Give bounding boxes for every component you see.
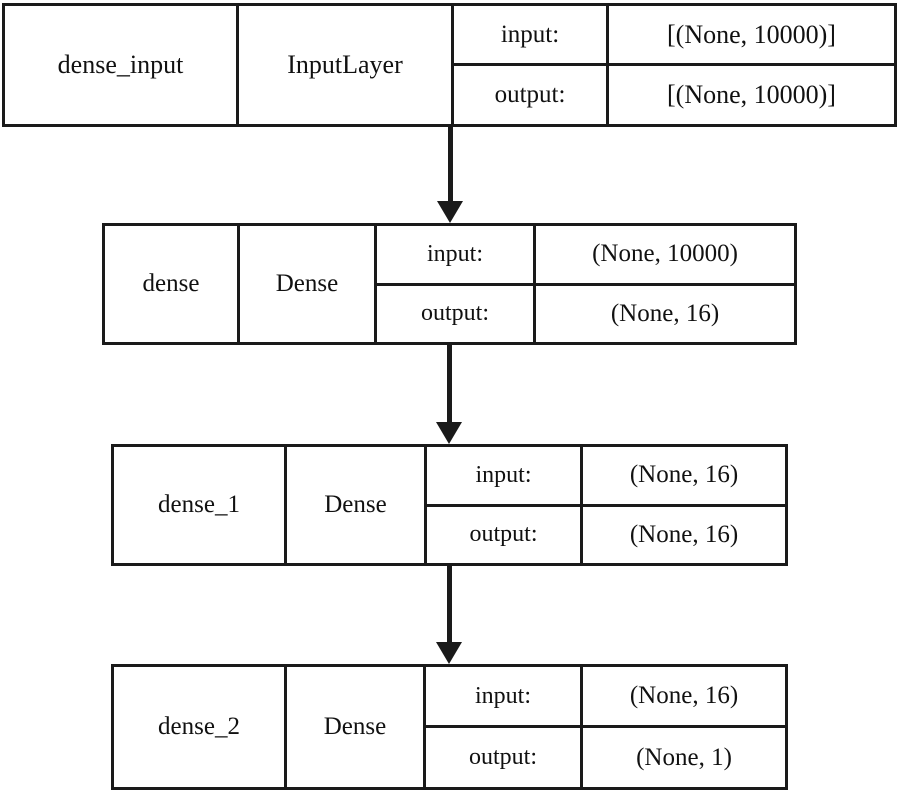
output-shape-value: (None, 16) [580, 506, 785, 563]
arrow-head-icon [436, 422, 462, 444]
layer-name-label: dense_input [57, 50, 184, 79]
layer-output-row: output: (None, 16) [427, 506, 785, 563]
layer-io-block: input: (None, 16) output: (None, 1) [423, 667, 785, 787]
layer-io-block: input: (None, 16) output: (None, 16) [424, 447, 785, 563]
input-shape-value: (None, 16) [580, 447, 785, 504]
output-shape-value: [(None, 10000)] [606, 66, 894, 124]
layer-name-label: dense_2 [158, 713, 240, 740]
output-shape-value: (None, 16) [533, 285, 794, 342]
layer-type-label: Dense [284, 667, 423, 787]
layer-input-row: input: (None, 16) [426, 667, 785, 729]
layer-node-dense-2[interactable]: dense_2 Dense input: (None, 16) output: … [111, 664, 788, 790]
layer-name-label: dense [142, 270, 200, 297]
arrow-shaft [448, 127, 453, 205]
layer-type-label: InputLayer [236, 6, 451, 124]
layer-type-label: Dense [237, 226, 374, 342]
input-shape-value: [(None, 10000)] [606, 6, 894, 64]
layer-node-dense[interactable]: dense Dense input: (None, 10000) output:… [102, 223, 797, 345]
input-label: input: [500, 20, 560, 48]
layer-node-dense-input[interactable]: dense_input InputLayer input: [(None, 10… [2, 3, 897, 127]
output-label: output: [468, 744, 537, 771]
layer-output-row: output: [(None, 10000)] [454, 66, 894, 124]
input-shape-value: (None, 16) [580, 667, 785, 726]
arrow-shaft [447, 566, 452, 645]
layer-node-dense-1[interactable]: dense_1 Dense input: (None, 16) output: … [111, 444, 788, 566]
arrow-shaft [447, 345, 452, 425]
arrow-head-icon [437, 201, 463, 223]
layer-input-row: input: (None, 16) [427, 447, 785, 507]
input-label: input: [474, 682, 531, 709]
arrow-head-icon [436, 642, 462, 664]
layer-input-row: input: [(None, 10000)] [454, 6, 894, 67]
layer-name-label: dense_1 [158, 491, 240, 518]
output-shape-value: (None, 1) [580, 728, 785, 787]
layer-io-block: input: [(None, 10000)] output: [(None, 1… [451, 6, 894, 124]
layer-type-label: Dense [284, 447, 424, 563]
output-label: output: [420, 300, 489, 327]
input-label: input: [426, 240, 483, 267]
layer-input-row: input: (None, 10000) [377, 226, 794, 286]
layer-output-row: output: (None, 1) [426, 728, 785, 787]
input-label: input: [475, 461, 532, 488]
layer-io-block: input: (None, 10000) output: (None, 16) [374, 226, 794, 342]
input-shape-value: (None, 10000) [533, 226, 794, 283]
output-label: output: [469, 521, 538, 548]
output-label: output: [494, 81, 566, 109]
layer-output-row: output: (None, 16) [377, 285, 794, 342]
